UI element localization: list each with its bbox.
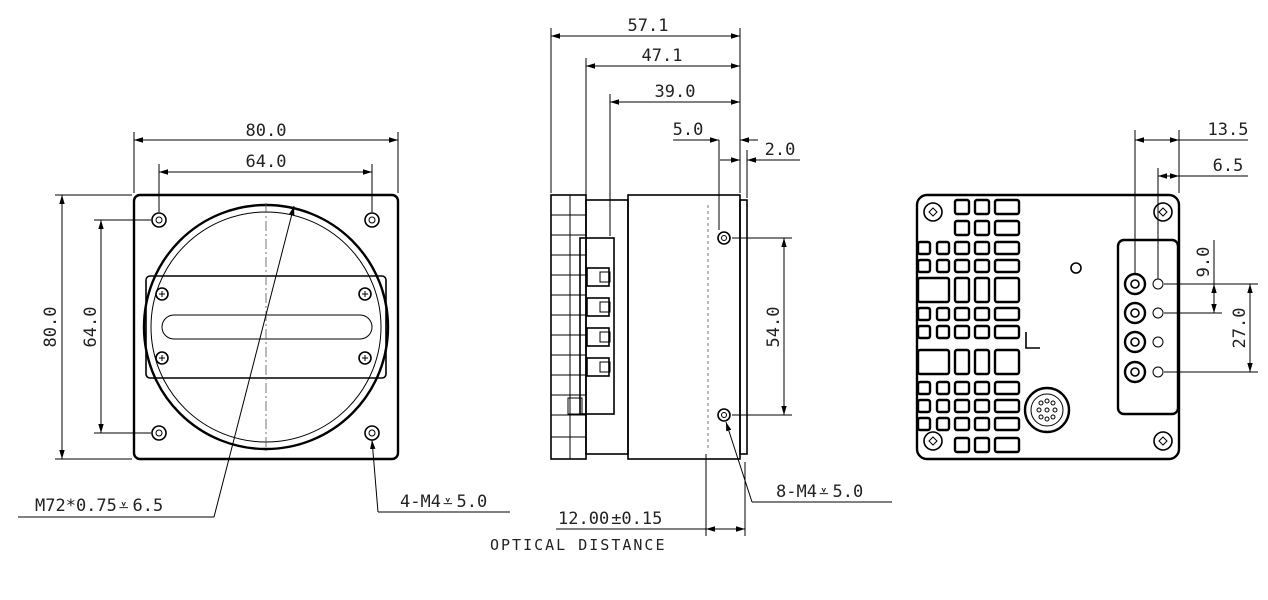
plate-screw-icon	[358, 287, 372, 301]
side-holes-callout: 8-M4⩡5.0	[776, 482, 863, 502]
rear-screw-icon	[923, 202, 943, 222]
side-length-2-label: 47.1	[642, 46, 683, 66]
lens-mount-callout: M72*0.75⩡6.5	[35, 496, 163, 516]
mount-hole-icon	[151, 212, 167, 228]
power-connector-icon	[1023, 386, 1071, 434]
sensor-plate	[145, 275, 387, 379]
optical-distance-label: OPTICAL DISTANCE	[490, 536, 667, 554]
side-hole-icon	[717, 231, 731, 245]
front-height-outer-label: 80.0	[41, 307, 61, 348]
side-length-3-label: 39.0	[655, 82, 696, 102]
coax-connector-icon	[1123, 272, 1164, 296]
rear-view: 13.5 6.5 9.0 27.0	[915, 120, 1258, 461]
plate-screw-icon	[155, 287, 169, 301]
mount-holes-callout: 4-M4⩡5.0	[400, 492, 487, 512]
status-led-icon	[1070, 262, 1082, 274]
coax-connector-icon	[1123, 330, 1164, 354]
plate-screw-icon	[358, 351, 372, 365]
front-body-outline	[132, 193, 400, 461]
connector-icon	[586, 297, 611, 317]
rear-offset-1-label: 13.5	[1208, 120, 1249, 140]
front-height-holes-label: 64.0	[81, 307, 101, 348]
front-width-holes-label: 64.0	[246, 152, 287, 172]
connector-icon	[586, 327, 611, 347]
plate-screw-icon	[155, 351, 169, 365]
rear-spacing-2-label: 27.0	[1230, 308, 1250, 349]
side-hole-spacing-label: 54.0	[764, 307, 784, 348]
sensor-slot	[161, 314, 373, 340]
side-offset-1-label: 5.0	[673, 120, 704, 140]
vent-grid	[916, 198, 1021, 454]
lens-flange	[739, 199, 748, 455]
side-hole-icon	[717, 408, 731, 422]
rear-offset-2-label: 6.5	[1213, 156, 1244, 176]
connector-stack	[579, 237, 615, 415]
side-view: 57.1 47.1 39.0 5.0 2.0 54.0 8-M4⩡5.0	[490, 16, 892, 554]
mount-hole-icon	[364, 425, 380, 441]
small-connector-icon	[567, 397, 583, 415]
rear-screw-icon	[1153, 202, 1173, 222]
side-offset-2-label: 2.0	[765, 140, 796, 160]
mount-hole-icon	[151, 425, 167, 441]
connector-icon	[586, 267, 611, 287]
mount-hole-icon	[364, 212, 380, 228]
corner-mark-icon	[1025, 332, 1040, 349]
optical-distance-value: 12.00±0.15	[558, 509, 662, 529]
connector-icon	[586, 357, 611, 377]
front-view: 80.0 64.0 80.0 64.0 M72*0.75⩡6.5 4-M4⩡5.…	[18, 121, 510, 518]
rear-screw-icon	[923, 431, 943, 451]
rear-spacing-1-label: 9.0	[1194, 247, 1214, 278]
coax-connector-icon	[1123, 360, 1164, 384]
rear-screw-icon	[1153, 431, 1173, 451]
side-length-total-label: 57.1	[628, 16, 669, 36]
side-body-outline	[627, 194, 741, 460]
connector-panel	[1116, 238, 1180, 416]
front-width-outer-label: 80.0	[246, 121, 287, 141]
coax-connector-icon	[1123, 301, 1164, 325]
